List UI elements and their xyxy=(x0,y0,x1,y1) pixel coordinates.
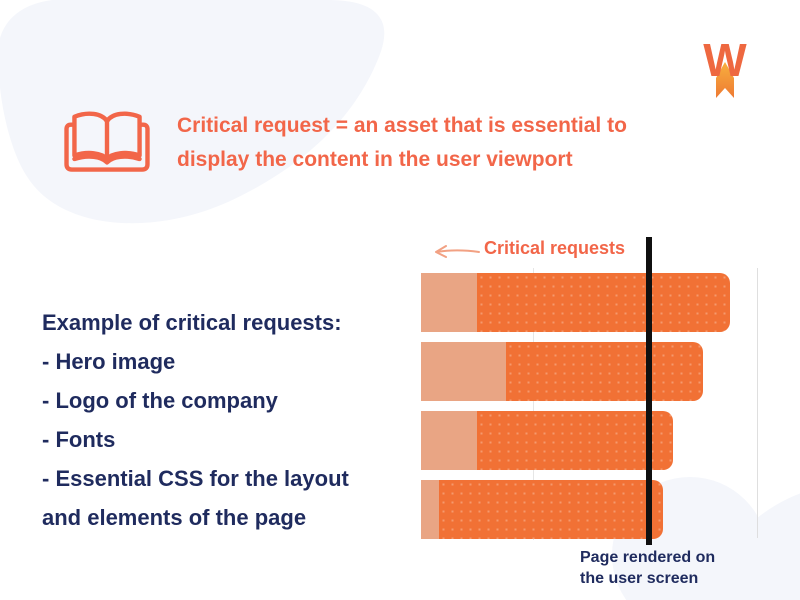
example-item-fonts: - Fonts xyxy=(42,427,116,452)
bar-segment-light xyxy=(421,342,506,401)
definition-line-1: Critical request = an asset that is esse… xyxy=(177,114,627,137)
example-item-css-line-1: - Essential CSS for the layout xyxy=(42,466,349,491)
wp-rocket-logo: W xyxy=(700,18,750,105)
caption-line-2: the user screen xyxy=(580,570,699,587)
definition-line-2: display the content in the user viewport xyxy=(177,148,573,171)
bar-segment-dark xyxy=(439,480,663,539)
logo-letter: W xyxy=(703,34,747,86)
bar-segment-dark xyxy=(477,411,673,470)
open-book-icon xyxy=(63,106,151,180)
bar-segment-light xyxy=(421,480,439,539)
bar-segment-light xyxy=(421,273,477,332)
render-line-caption: Page rendered on the user screen xyxy=(580,547,715,589)
chart-title: Critical requests xyxy=(484,238,626,258)
chart-bar xyxy=(421,480,663,539)
example-item-hero-image: - Hero image xyxy=(42,349,176,374)
render-line xyxy=(646,237,652,545)
example-item-logo: - Logo of the company xyxy=(42,388,278,413)
rocket-flame-w-icon: W xyxy=(703,34,747,98)
examples-list: Example of critical requests: - Hero ima… xyxy=(42,303,422,537)
chart-bar xyxy=(421,411,673,470)
definition-headline: Critical request = an asset that is esse… xyxy=(177,109,697,177)
bar-segment-dark xyxy=(477,273,730,332)
examples-title: Example of critical requests: xyxy=(42,310,342,335)
chart-bar xyxy=(421,273,730,332)
bar-segment-dark xyxy=(506,342,703,401)
chart-bar xyxy=(421,342,703,401)
left-arrow-icon xyxy=(431,243,481,264)
caption-line-1: Page rendered on xyxy=(580,549,716,566)
chart-right-guide-line xyxy=(757,268,758,538)
bar-segment-light xyxy=(421,411,477,470)
example-item-css-line-2: and elements of the page xyxy=(42,505,307,530)
chart-gridline xyxy=(533,268,534,540)
